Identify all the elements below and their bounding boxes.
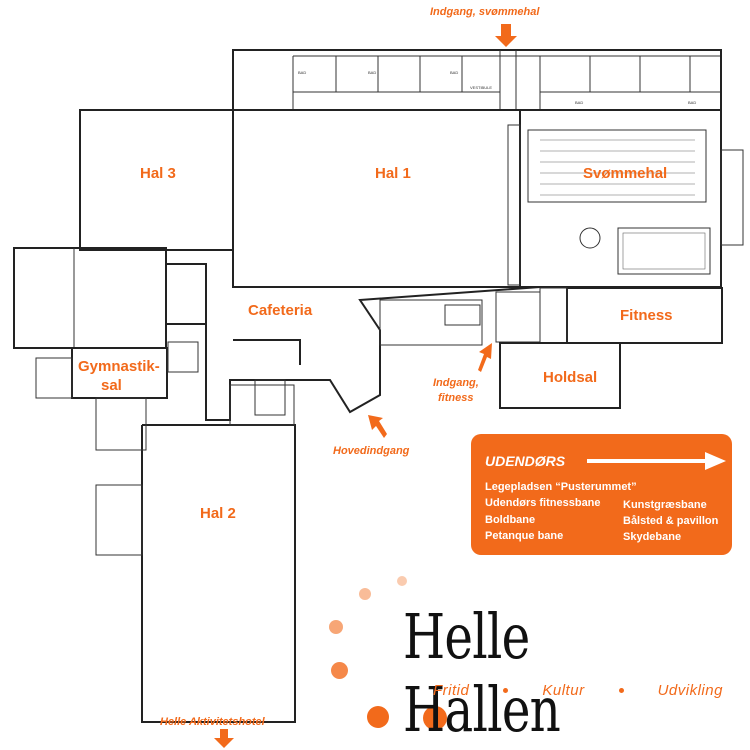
outdoor-item: Skydebane [623,531,682,543]
hal3-label: Hal 3 [140,165,176,182]
outdoor-panel: UDENDØRS Legepladsen “Pusterummet” Udend… [471,434,732,555]
gymnastik-label-line2: sal [101,377,122,394]
down-arrow-icon [214,729,234,748]
entrance-fitness-label-line1: Indgang, [433,377,479,389]
svommehal-label: Svømmehal [583,165,667,182]
fitness-label: Fitness [620,307,673,324]
logo-dot [329,620,343,634]
holdsal-room [499,342,621,409]
outdoor-title: UDENDØRS [485,453,566,469]
gymnastik-label-line1: Gymnastik- [78,358,160,375]
fitness-room [495,287,723,344]
bad-label: BAD [575,100,583,105]
logo-dot [367,706,389,728]
outdoor-item: Legepladsen “Pusterummet” [485,481,637,493]
hal2-room [95,384,296,723]
outdoor-item: Udendørs fitnessbane [485,497,601,509]
hal2-label: Hal 2 [200,505,236,522]
top-wing: BAD BAD BAD BAD BAD VESTIBULE [232,49,722,111]
tagline-word: Fritid [433,682,470,699]
bad-label: BAD [450,70,458,75]
down-arrow-icon [495,24,517,47]
bullet-icon [503,688,509,693]
bad-label: BAD [368,70,376,75]
logo-tagline: Fritid Kultur Udvikling [433,682,723,699]
outdoor-item: Petanque bane [485,530,564,542]
gym-block [13,247,207,399]
bad-label: BAD [688,100,696,105]
tagline-word: Udvikling [657,682,723,699]
logo-dot [331,662,348,679]
main-entrance-label: Hovedindgang [333,445,410,457]
logo-dot [423,706,447,730]
cafeteria-label: Cafeteria [248,302,313,319]
cafeteria-area [205,286,541,421]
outdoor-item: Boldbane [485,514,536,526]
tagline-word: Kultur [542,682,585,699]
helle-hallen-logo: Helle Hallen Fritid Kultur Udvikling [325,570,745,746]
vestibule-label: VESTIBULE [470,85,492,90]
outdoor-item: Kunstgræsbane [623,499,707,511]
logo-dot [359,588,371,600]
swimming-hall [507,109,744,288]
bullet-icon [618,688,624,693]
hotel-label: Helle Aktivitetshotel [160,716,266,728]
entrance-fitness-label-line2: fitness [438,392,473,404]
logo-wordmark: Helle Hallen [403,600,561,746]
arrow-icon [368,415,387,438]
arrow-icon [478,343,492,372]
entrance-svommehal-label: Indgang, svømmehal [430,6,540,18]
bad-label: BAD [298,70,306,75]
right-arrow-icon [587,452,726,470]
logo-dot [397,576,407,586]
hal1-room [232,109,521,288]
holdsal-label: Holdsal [543,369,597,386]
outdoor-item: Bålsted & pavillon [623,515,719,527]
hal1-label: Hal 1 [375,165,411,182]
